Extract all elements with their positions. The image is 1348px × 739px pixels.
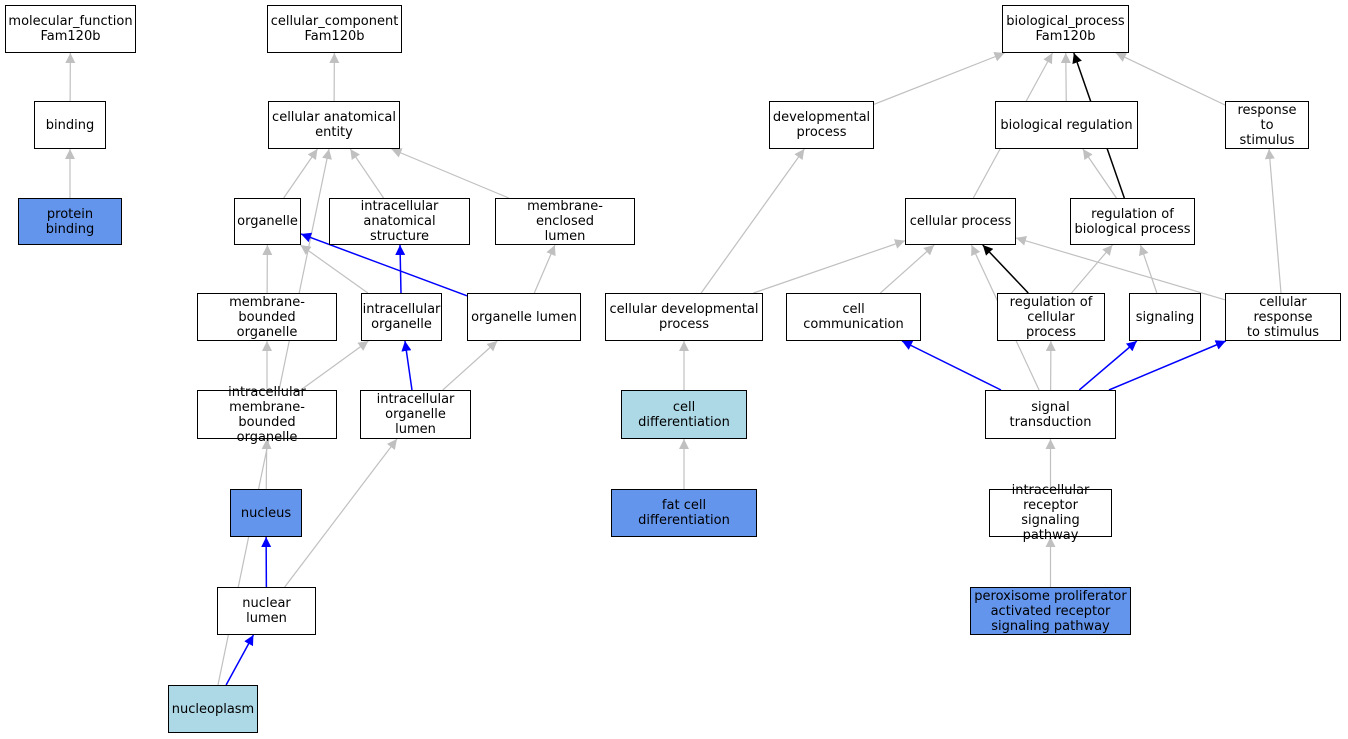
node-membrane-bounded-organelle[interactable]: membrane-bounded organelle (197, 293, 337, 341)
edge-cc-to-cp (879, 244, 935, 294)
node-cell-communication[interactable]: cell communication (786, 293, 921, 341)
edge-rts-to-bp_root (1115, 52, 1226, 106)
edge-rcp-to-rbp (1071, 244, 1113, 294)
node-developmental-process[interactable]: developmental process (769, 101, 874, 149)
node-ppar-signaling-pathway[interactable]: peroxisome proliferator activated recept… (970, 587, 1131, 635)
node-fat-cell-differentiation[interactable]: fat cell differentiation (611, 489, 757, 537)
edge-nucleus-to-imbo (261, 438, 272, 490)
edge-io-to-ias (395, 244, 406, 294)
edge-io-to-organelle (300, 244, 369, 294)
node-biological-regulation[interactable]: biological regulation (995, 101, 1138, 149)
edge-organelle-to-cae (283, 148, 318, 199)
node-cellular-response-to-stimulus[interactable]: cellular response to stimulus (1225, 293, 1341, 341)
node-protein-binding[interactable]: protein binding (18, 198, 122, 245)
edge-ol-to-organelle (300, 232, 468, 297)
edge-st-to-sig (1078, 340, 1138, 391)
node-response-to-stimulus[interactable]: response to stimulus (1225, 101, 1309, 149)
edge-cdp-to-dev (700, 148, 805, 294)
edge-iol-to-ol (442, 340, 498, 391)
node-cellular-process[interactable]: cellular process (905, 198, 1016, 245)
node-cellular-anatomical-entity[interactable]: cellular anatomical entity (268, 101, 400, 149)
node-signal-transduction[interactable]: signal transduction (985, 390, 1116, 439)
edge-imbo-to-io (300, 340, 369, 391)
edge-nucleoplasm-to-nl (225, 634, 255, 686)
edge-rcp-to-cp (982, 244, 1029, 294)
node-nuclear-lumen[interactable]: nuclear lumen (217, 587, 316, 635)
node-organelle[interactable]: organelle (234, 198, 301, 245)
node-intracellular-organelle[interactable]: intracellular organelle (361, 293, 442, 341)
edge-crs-to-rts (1264, 148, 1282, 294)
node-membrane-enclosed-lumen[interactable]: membrane-enclosed lumen (495, 198, 635, 245)
node-signaling[interactable]: signaling (1129, 293, 1201, 341)
node-regulation-of-biological-process[interactable]: regulation of biological process (1070, 198, 1195, 245)
node-cellular-component[interactable]: cellular_component Fam120b (267, 5, 402, 53)
edge-rbp-to-bioreg (1082, 148, 1117, 199)
node-intracellular-organelle-lumen[interactable]: intracellular organelle lumen (360, 390, 471, 439)
edge-iol-to-io (401, 340, 413, 391)
node-intracellular-membrane-bounded-organelle[interactable]: intracellular membrane-bounded organelle (197, 385, 337, 445)
edge-cdp-to-cp (753, 239, 906, 294)
edge-crs-to-cp (1015, 235, 1226, 301)
edge-mel-to-cae (391, 148, 509, 199)
edge-bioreg-to-bp_root (1060, 52, 1071, 102)
node-regulation-of-cellular-process[interactable]: regulation of cellular process (997, 293, 1105, 341)
node-nucleus[interactable]: nucleus (230, 489, 302, 537)
node-intracellular-receptor-signaling-pathway[interactable]: intracellular receptor signaling pathway (989, 483, 1112, 543)
node-biological-process[interactable]: biological_process Fam120b (1002, 5, 1129, 53)
node-intracellular-anatomical-structure[interactable]: intracellular anatomical structure (329, 198, 470, 245)
edge-nl-to-iol (284, 438, 398, 588)
edge-ol-to-mel (533, 244, 556, 294)
node-molecular-function[interactable]: molecular_function Fam120b (5, 5, 136, 53)
edge-st-to-cc (901, 340, 1002, 391)
node-binding[interactable]: binding (34, 101, 106, 149)
edge-st-to-crs (1108, 340, 1227, 391)
node-cell-differentiation[interactable]: cell differentiation (621, 390, 747, 439)
edge-ias-to-cae (349, 148, 385, 199)
edge-dev-to-bp_root (873, 52, 1005, 105)
node-organelle-lumen[interactable]: organelle lumen (467, 293, 581, 341)
edge-sig-to-rbp (1138, 244, 1158, 294)
node-nucleoplasm[interactable]: nucleoplasm (168, 685, 258, 733)
node-cellular-developmental-process[interactable]: cellular developmental process (605, 293, 763, 341)
